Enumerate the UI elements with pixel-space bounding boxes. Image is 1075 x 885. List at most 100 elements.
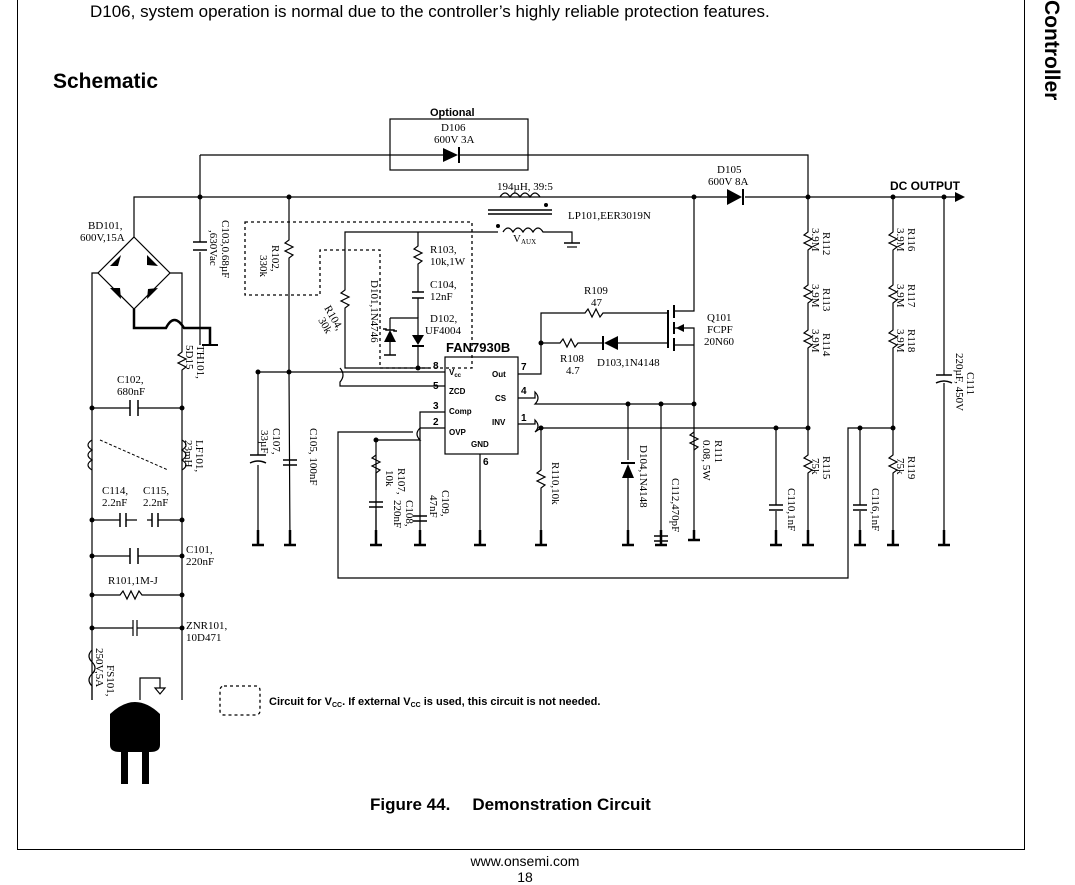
c115-label-2: 2.2nF	[143, 497, 168, 509]
footer-url[interactable]: www.onsemi.com	[470, 853, 580, 869]
pin-inv: INV	[492, 418, 506, 427]
r110-label: R110,10k	[549, 462, 561, 505]
inductor-label: 194µH, 39:5	[497, 181, 553, 193]
r118-label-2: 3.9M	[894, 329, 906, 353]
vcc-circuit-box	[244, 221, 473, 369]
c112-label: C112,470pF	[669, 478, 681, 532]
r119-label-2: 75k	[894, 458, 906, 475]
c108-label-2: 220nF	[391, 500, 403, 528]
side-tab-label: Controller	[1040, 0, 1063, 100]
section-title: Schematic	[53, 70, 159, 93]
c103-label-1: C103,0.68µF	[219, 220, 231, 278]
ovp-loop	[337, 427, 893, 579]
figure-number: Figure 44.	[370, 795, 451, 814]
r101-label: R101,1M-J	[108, 575, 159, 587]
c114-label-1: C114,	[102, 485, 128, 497]
dc-bus	[133, 196, 955, 237]
d103-diode	[604, 336, 618, 350]
d102-label-2: UF4004	[425, 325, 462, 337]
d105-diode	[727, 189, 742, 205]
r116-label-2: 3.9M	[894, 228, 906, 252]
r111	[688, 431, 700, 451]
c103-label-2: ,630Vac	[207, 230, 219, 266]
r101	[92, 589, 182, 601]
d101-label: D101,1N4746	[368, 280, 380, 343]
q101-label-3: 20N60	[704, 336, 734, 348]
bd101-bridge	[97, 236, 171, 310]
vaux-label: VAUX	[513, 233, 536, 246]
figure-title: Demonstration Circuit	[472, 795, 651, 814]
junction-dots	[89, 194, 947, 631]
znr101-label-2: 10D471	[186, 632, 221, 644]
lp101-label: LP101,EER3019N	[568, 210, 651, 222]
pin-number-6: 6	[483, 457, 489, 468]
legend-dotted-box	[219, 685, 261, 716]
d104-diode	[622, 464, 634, 478]
c107-label-2: 33µF	[258, 430, 270, 453]
page-number: 18	[517, 869, 533, 885]
c102-label-1: C102,	[117, 374, 144, 386]
pin-number-1: 1	[521, 413, 527, 424]
c110-label: C110,1nF	[785, 488, 797, 531]
d103-label: D103,1N4148	[597, 357, 660, 369]
d106-wire	[200, 154, 809, 197]
fan7930b-ic	[444, 356, 519, 455]
r115-label-1: R115	[820, 456, 832, 480]
dc-output-label: DC OUTPUT	[890, 179, 961, 193]
c107-label-1: C107,	[270, 428, 282, 455]
pin-number-5: 5	[433, 381, 439, 392]
ground-symbols	[252, 530, 950, 547]
r109	[540, 307, 669, 343]
d102-label-1: D102,	[430, 313, 457, 325]
r102-label-2: 330k	[257, 255, 269, 278]
r109-label-2: 47	[591, 297, 603, 309]
d104-label: D104,1N4148	[637, 445, 649, 508]
c105-label: C105, 100nF	[307, 428, 319, 485]
r114-label-1: R114	[820, 333, 832, 357]
r109-label-1: R109	[584, 285, 608, 297]
lf101-label-1: LF101,	[193, 440, 205, 472]
optional-box	[389, 118, 529, 171]
c116-label: C116,1nF	[869, 488, 881, 531]
bd101-label-2: 600V,15A	[80, 232, 125, 244]
pin-number-4: 4	[521, 386, 527, 397]
c104-label-2: 12nF	[430, 291, 453, 303]
r117-label-2: 3.9M	[894, 284, 906, 308]
znr101-label-1: ZNR101,	[186, 620, 228, 632]
pin-vcc: Vcc	[449, 368, 462, 379]
q101-label-2: FCPF	[707, 324, 733, 336]
pin-number-7: 7	[521, 362, 527, 373]
r116-label-1: R116	[905, 228, 917, 252]
ic-name: FAN7930B	[446, 340, 510, 355]
c109-label-1: C109,	[439, 490, 451, 517]
r103-label-1: R103,	[430, 244, 457, 256]
r119-label-1: R119	[905, 456, 917, 480]
r102	[283, 197, 295, 546]
c108-label-1: C108,	[403, 500, 415, 527]
r116-r119-divider	[887, 197, 899, 545]
r102-label-1: R102,	[269, 245, 281, 272]
lf101	[87, 439, 187, 471]
th101-label-1: TH101,	[194, 345, 206, 379]
d105-label-1: D105	[717, 164, 742, 176]
pin-number-3: 3	[433, 401, 439, 412]
r115-label-2: 75k	[809, 458, 821, 475]
q101-mosfet	[667, 197, 695, 540]
c115-label-1: C115,	[143, 485, 169, 497]
r107-label-1: R107,	[395, 468, 407, 495]
lp101-primary	[499, 192, 541, 199]
r107-label-2: 10k	[383, 470, 395, 487]
r103-label-2: 10k,1W	[430, 256, 466, 268]
r113-label-2: 3.9M	[809, 284, 821, 308]
r118-label-1: R118	[905, 329, 917, 353]
pin-number-8: 8	[433, 361, 439, 372]
c111-label-1: C111	[964, 372, 976, 395]
pin-number-2: 2	[433, 417, 439, 428]
pin-gnd: GND	[471, 440, 489, 449]
cs-wire	[518, 390, 694, 405]
r108-label-2: 4.7	[566, 365, 580, 377]
c101-label-2: 220nF	[186, 556, 214, 568]
d106-diode	[443, 148, 458, 162]
r111-label-2: 0.08, 5W	[700, 440, 712, 481]
